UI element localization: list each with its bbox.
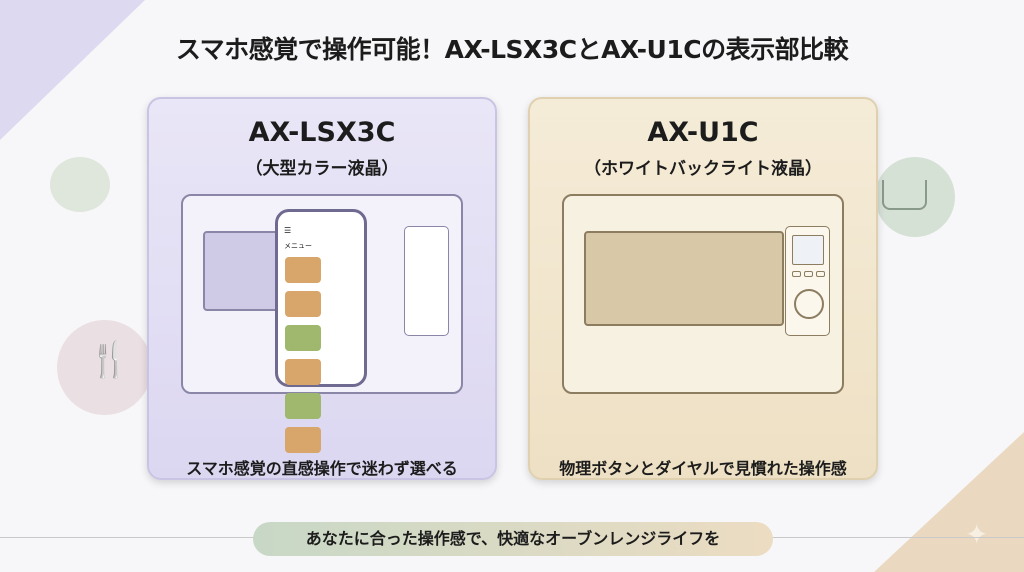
card-caption: スマホ感覚の直感操作で迷わず選べる xyxy=(186,459,458,478)
phone-menu-title: メニュー xyxy=(284,242,312,250)
model-subtitle: （大型カラー液晶） xyxy=(245,159,399,179)
oven-window xyxy=(584,231,784,326)
white-backlight-lcd xyxy=(792,235,824,265)
footer-banner: あなたに合った操作感で、快適なオーブンレンジライフを xyxy=(253,522,773,556)
food-thumbnail xyxy=(285,393,321,419)
color-lcd-panel xyxy=(404,226,449,336)
food-thumbnail xyxy=(285,291,321,317)
dial-knob xyxy=(794,289,824,319)
physical-button xyxy=(804,271,813,277)
background-triangle-right xyxy=(874,432,1024,572)
model-name: AX-LSX3C xyxy=(248,117,396,148)
model-subtitle: （ホワイトバックライト液晶） xyxy=(584,159,822,179)
hamburger-menu-icon: ☰ xyxy=(284,226,292,235)
smartphone-illustration: ☰ メニュー xyxy=(275,209,367,453)
pot-icon xyxy=(882,180,927,210)
page-title: スマホ感覚で操作可能！AX-LSX3CとAX-U1Cの表示部比較 xyxy=(175,35,849,64)
model-name: AX-U1C xyxy=(647,117,759,148)
microwave-illustration xyxy=(562,194,844,394)
card-ax-lsx3c: AX-LSX3C （大型カラー液晶） ☰ メニュー スマホ感覚の直感操作で迷わず… xyxy=(147,97,497,480)
decor-circle xyxy=(875,157,955,237)
control-panel xyxy=(785,226,830,336)
card-ax-u1c: AX-U1C （ホワイトバックライト液晶） 物理ボタンとダイヤルで見慣れた操作感 xyxy=(528,97,878,480)
fork-icon: 🍴 xyxy=(88,340,131,380)
physical-button xyxy=(792,271,801,277)
food-thumbnail xyxy=(285,427,321,453)
food-thumbnail xyxy=(285,325,321,351)
sparkle-icon: ✦ xyxy=(965,518,989,551)
card-caption: 物理ボタンとダイヤルで見慣れた操作感 xyxy=(559,459,847,478)
background-triangle-left xyxy=(0,0,145,140)
decor-circle xyxy=(57,320,152,415)
food-thumbnail xyxy=(285,257,321,283)
decor-circle xyxy=(50,157,110,212)
food-thumbnail xyxy=(285,359,321,385)
physical-button xyxy=(816,271,825,277)
